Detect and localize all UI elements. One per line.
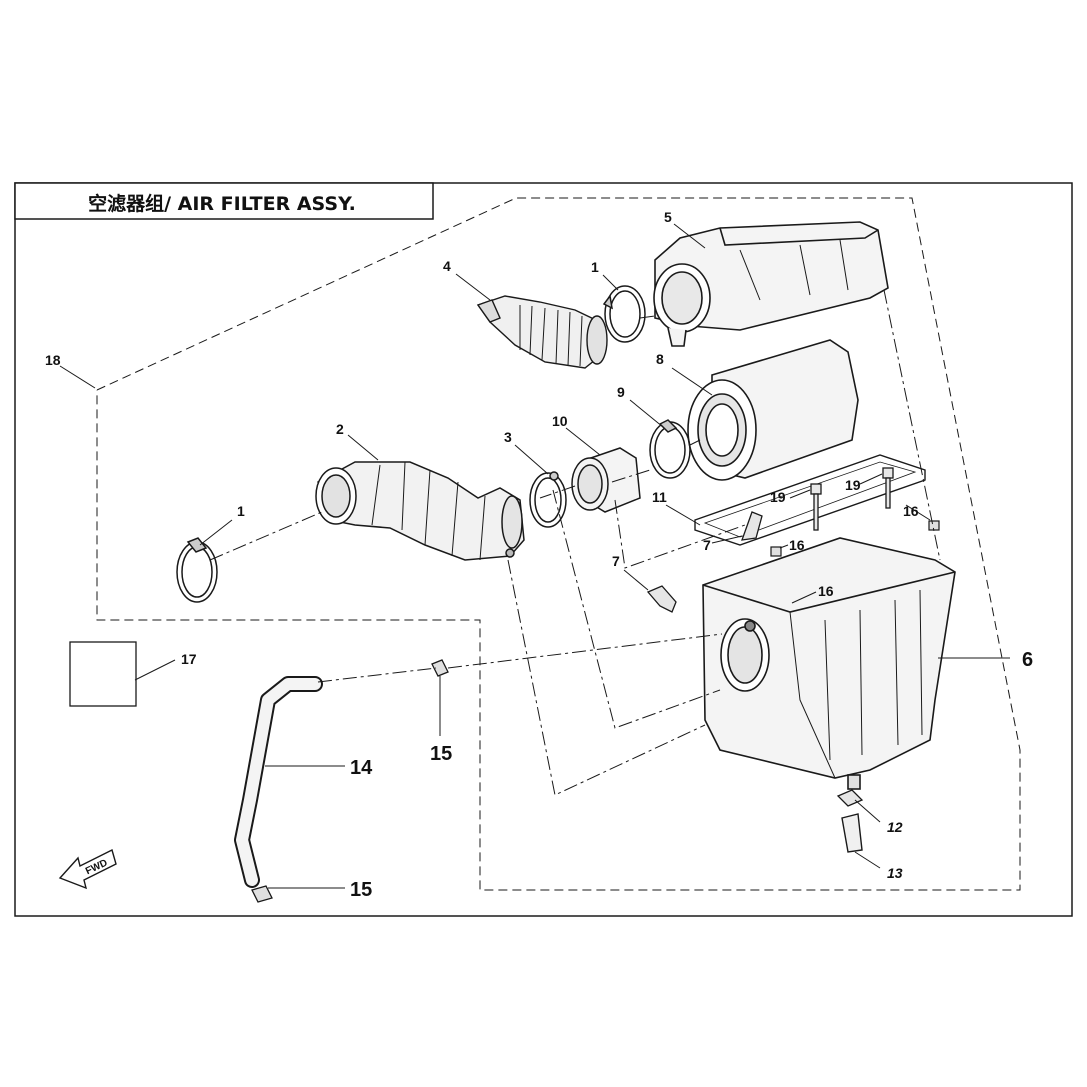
callout-7-a: 7 (703, 537, 711, 553)
callout-18: 18 (45, 352, 61, 368)
nut-16-b (770, 546, 782, 557)
callout-4: 4 (443, 258, 451, 274)
callout-11: 11 (652, 489, 667, 505)
filter-element (687, 339, 859, 481)
bolt-19-b (882, 467, 894, 509)
callout-1-left: 1 (237, 503, 245, 519)
callout-12: 12 (887, 819, 903, 835)
assembly-boundary (96, 197, 1021, 891)
diagram-frame (14, 182, 1073, 917)
callout-leaders (59, 223, 1010, 889)
drain-plug-13 (841, 813, 863, 853)
intake-bellows (476, 295, 608, 369)
callout-19-a: 19 (770, 489, 786, 505)
clamp-3 (529, 471, 567, 528)
diagram-title: 空滤器组/ AIR FILTER ASSY. (88, 192, 356, 215)
forward-arrow-icon: FWD (58, 848, 117, 890)
callout-1-top: 1 (591, 259, 599, 275)
clip-7-b (646, 585, 677, 613)
callout-2: 2 (336, 421, 344, 437)
coupler-10 (571, 447, 641, 513)
callout-5: 5 (664, 209, 672, 225)
clip-7-a (741, 511, 763, 541)
bolt-19-a (810, 483, 822, 531)
callout-16-c: 16 (818, 583, 834, 599)
breather-hose-14-inner (236, 678, 321, 886)
callout-9: 9 (617, 384, 625, 400)
label-sheet-17 (69, 641, 137, 707)
air-box-housing (702, 537, 956, 790)
air-box-cover (653, 221, 889, 347)
callout-3: 3 (504, 429, 512, 445)
callout-17: 17 (181, 651, 197, 667)
callout-8: 8 (656, 351, 664, 367)
hose-clip-15-a (431, 659, 449, 677)
clamp-left (176, 537, 218, 603)
callout-10: 10 (552, 413, 568, 429)
callout-6: 6 (1022, 649, 1033, 671)
clamp-9 (649, 419, 691, 479)
callout-15-b: 15 (350, 879, 372, 901)
callout-16-a: 16 (903, 503, 919, 519)
hose-clip-15-b (251, 885, 273, 903)
callout-16-b: 16 (789, 537, 805, 553)
callout-15-a: 15 (430, 743, 452, 765)
callout-19-b: 19 (845, 477, 861, 493)
clamp-top (602, 285, 646, 343)
title-box (14, 182, 434, 220)
gasket-11 (694, 454, 926, 546)
callout-7-b: 7 (612, 553, 620, 569)
assembly-lines (209, 289, 941, 796)
callout-13: 13 (887, 865, 903, 881)
intake-duct (315, 461, 525, 561)
callout-14: 14 (350, 757, 373, 779)
clip-12 (836, 789, 864, 807)
